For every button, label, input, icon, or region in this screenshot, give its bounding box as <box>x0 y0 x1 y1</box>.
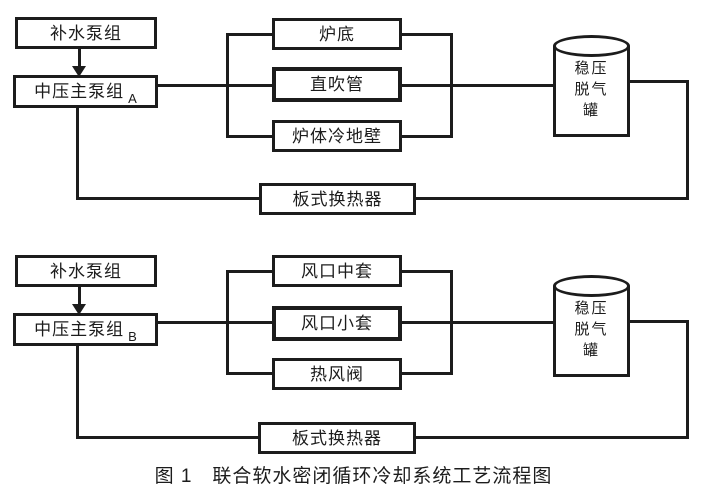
load-box-tuyere-small-sleeve: 风口小套 <box>272 306 402 341</box>
makeup-pump-box-b: 补水泵组 <box>15 255 157 287</box>
tank-top-b <box>553 275 630 297</box>
tank-label-line: 罐 <box>582 342 600 359</box>
load-label: 热风阀 <box>310 364 364 384</box>
load-label: 风口小套 <box>301 314 373 333</box>
connector-bus-b-to-tank <box>402 321 556 324</box>
load-box-furnace-bottom: 炉底 <box>272 18 402 50</box>
load-box-blowpipe: 直吹管 <box>272 67 402 102</box>
makeup-pump-label-a: 补水泵组 <box>50 23 122 43</box>
main-pump-box-b: 中压主泵组 B <box>13 313 158 346</box>
connector-b-return-right <box>414 436 689 439</box>
main-pump-subscript-b: B <box>128 329 137 344</box>
tank-body-a <box>553 46 630 137</box>
tank-label-line: 稳压 <box>574 60 609 77</box>
main-pump-label-a: 中压主泵组 <box>34 82 125 101</box>
connector-b-right-down <box>686 320 689 439</box>
connector-b-return-left <box>76 436 260 439</box>
heat-exchanger-box-a: 板式换热器 <box>259 183 416 215</box>
stub-b-bottom-left <box>226 372 272 375</box>
connector-a-right-down <box>686 80 689 200</box>
stub-b-top-left <box>226 270 272 273</box>
tank-label-line: 脱气 <box>574 81 609 98</box>
connector-a-return-right <box>414 197 689 200</box>
stub-a-top-left <box>226 33 272 36</box>
stub-b-top-right <box>402 270 453 273</box>
tank-label-line: 稳压 <box>574 300 609 317</box>
stub-a-top-right <box>402 33 453 36</box>
load-label: 炉底 <box>319 24 355 44</box>
tank-label-a: 稳压 脱气 罐 <box>553 58 630 121</box>
stub-a-bottom-left <box>226 135 272 138</box>
makeup-pump-label-b: 补水泵组 <box>50 261 122 281</box>
tank-label-line: 罐 <box>582 102 600 119</box>
stub-b-bottom-right <box>402 372 453 375</box>
heat-exchanger-label-b: 板式换热器 <box>292 428 382 448</box>
left-bus-a <box>226 33 229 138</box>
tank-label-b: 稳压 脱气 罐 <box>553 298 630 361</box>
arrow-down-icon <box>72 304 86 315</box>
connector-tank-b-out <box>627 320 689 323</box>
load-box-furnace-cooling-wall: 炉体冷地壁 <box>272 120 402 152</box>
connector-pump-b-to-bus <box>156 321 272 324</box>
arrow-shaft-b <box>78 287 81 306</box>
stub-a-bottom-right <box>402 135 453 138</box>
main-pump-subscript-a: A <box>128 91 137 106</box>
load-label: 风口中套 <box>301 261 373 281</box>
main-pump-label-b: 中压主泵组 <box>34 320 125 339</box>
main-pump-box-a: 中压主泵组 A <box>13 75 158 108</box>
tank-top-a <box>553 35 630 57</box>
connector-bus-a-to-tank <box>402 84 556 87</box>
tank-label-line: 脱气 <box>574 321 609 338</box>
load-box-hot-blast-valve: 热风阀 <box>272 358 402 390</box>
connector-a-return-left <box>76 197 261 200</box>
arrow-down-icon <box>72 66 86 77</box>
connector-a-left-down <box>76 105 79 200</box>
connector-pump-a-to-bus <box>156 84 272 87</box>
left-bus-b <box>226 270 229 375</box>
load-box-tuyere-middle-sleeve: 风口中套 <box>272 255 402 287</box>
heat-exchanger-box-b: 板式换热器 <box>258 422 416 454</box>
connector-b-left-down <box>76 344 79 439</box>
makeup-pump-box-a: 补水泵组 <box>15 17 157 49</box>
arrow-shaft-a <box>78 49 81 68</box>
connector-tank-a-out <box>627 80 689 83</box>
tank-body-b <box>553 286 630 377</box>
heat-exchanger-label-a: 板式换热器 <box>292 189 383 209</box>
load-label: 炉体冷地壁 <box>292 126 382 146</box>
figure-caption: 图 1 联合软水密闭循环冷却系统工艺流程图 <box>154 466 553 487</box>
load-label: 直吹管 <box>310 75 364 94</box>
